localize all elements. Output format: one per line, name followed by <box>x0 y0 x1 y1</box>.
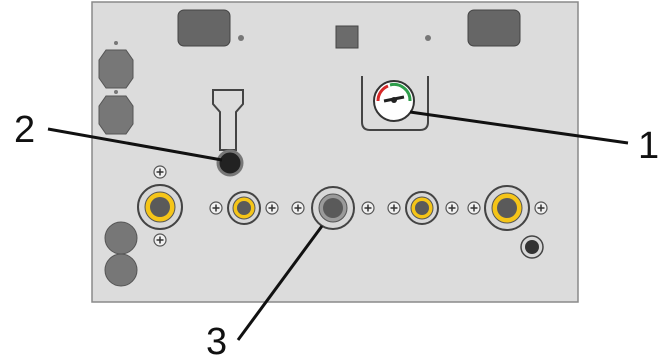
phillips-screw-icon <box>534 201 548 215</box>
gauge-holder <box>361 76 429 131</box>
yellow-port-large-right <box>484 185 530 231</box>
left-dot-1 <box>114 41 118 45</box>
phillips-screw-icon <box>361 201 375 215</box>
left-bottom-circle-2 <box>104 253 138 287</box>
callout-number-3: 3 <box>206 321 227 360</box>
phillips-screw-icon <box>209 201 223 215</box>
phillips-screw-icon <box>467 201 481 215</box>
top-dot-left <box>238 35 244 41</box>
top-center-square <box>335 25 359 49</box>
left-octagon-2 <box>98 95 134 135</box>
phillips-screw-icon <box>153 233 167 247</box>
phillips-screw-icon <box>445 201 459 215</box>
top-left-slot <box>177 9 231 47</box>
leader-line-1 <box>409 110 629 145</box>
yellow-port-large-left <box>137 184 183 230</box>
top-dot-right <box>425 35 431 41</box>
black-outlet-port <box>216 149 244 177</box>
yellow-port-small-left <box>227 191 261 225</box>
black-button <box>520 235 544 259</box>
phillips-screw-icon <box>153 165 167 179</box>
screws <box>153 165 548 247</box>
top-right-slot <box>467 9 521 47</box>
leader-line-2 <box>47 127 223 162</box>
left-bottom-circle-1 <box>104 221 138 255</box>
phillips-screw-icon <box>387 201 401 215</box>
callout-number-1: 1 <box>638 125 659 167</box>
pressure-gauge-icon <box>373 80 415 122</box>
phillips-screw-icon <box>265 201 279 215</box>
central-grey-connector <box>311 186 355 230</box>
left-dot-2 <box>114 90 118 94</box>
leader-line-3 <box>236 225 324 341</box>
callout-number-2: 2 <box>14 109 35 151</box>
panel-plate <box>91 1 579 303</box>
yellow-port-small-right <box>405 191 439 225</box>
outlet-bracket <box>212 89 244 151</box>
phillips-screw-icon <box>291 201 305 215</box>
left-octagon-1 <box>98 49 134 89</box>
